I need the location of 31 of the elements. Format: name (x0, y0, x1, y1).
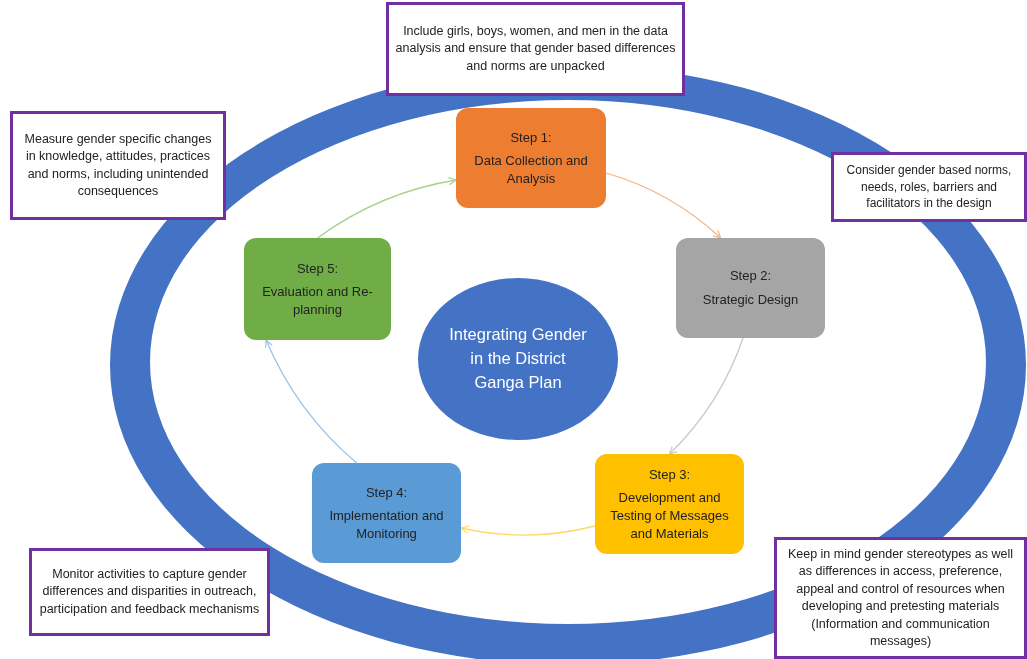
step-box (676, 238, 825, 338)
step-title: Strategic Design (702, 291, 799, 309)
step-title: Data Collection and Analysis (473, 152, 589, 188)
step-number: Step 5: (296, 259, 339, 278)
note-box (774, 537, 1027, 659)
step-title: Evaluation and Re-planning (261, 283, 374, 319)
arrow (668, 337, 744, 455)
note-text: Consider gender based norms, needs, roles, barriers and facilitators in the design (845, 161, 1013, 213)
step-box (244, 238, 391, 340)
note-box (10, 111, 226, 220)
note-text: Measure gender specific changes in knowledge, attitudes, practices and norms, including unintended consequences (23, 130, 213, 200)
arrow (605, 172, 722, 239)
center-title: Integrating Gender in the District Ganga Plan (448, 324, 588, 393)
step-title: Development and Testing of Messages and Materials (609, 489, 730, 543)
note-text: Include girls, boys, women, and men in the data analysis and ensure that gender based differences and norms are unpacked (395, 22, 676, 75)
note-box (386, 2, 685, 96)
step-box (312, 463, 461, 563)
step-box (456, 108, 606, 208)
note-text: Monitor activities to capture gender differences and disparities in outreach, participation and feedback mechanisms (38, 565, 261, 618)
step-number: Step 3: (648, 465, 691, 484)
step-title: Implementation and Monitoring (328, 507, 445, 543)
note-box (29, 548, 270, 636)
arrow (460, 525, 596, 536)
arrow (316, 177, 457, 239)
arrow (265, 339, 358, 464)
note-text: Keep in mind gender stereotypes as well as differences in access, preference, appeal and control of resources when developing and pretesting materials (Information and communication messages) (786, 545, 1015, 650)
step-box (595, 454, 744, 554)
note-box (831, 152, 1027, 222)
step-number: Step 2: (729, 267, 772, 285)
step-number: Step 1: (510, 128, 552, 147)
step-number: Step 4: (365, 483, 408, 502)
